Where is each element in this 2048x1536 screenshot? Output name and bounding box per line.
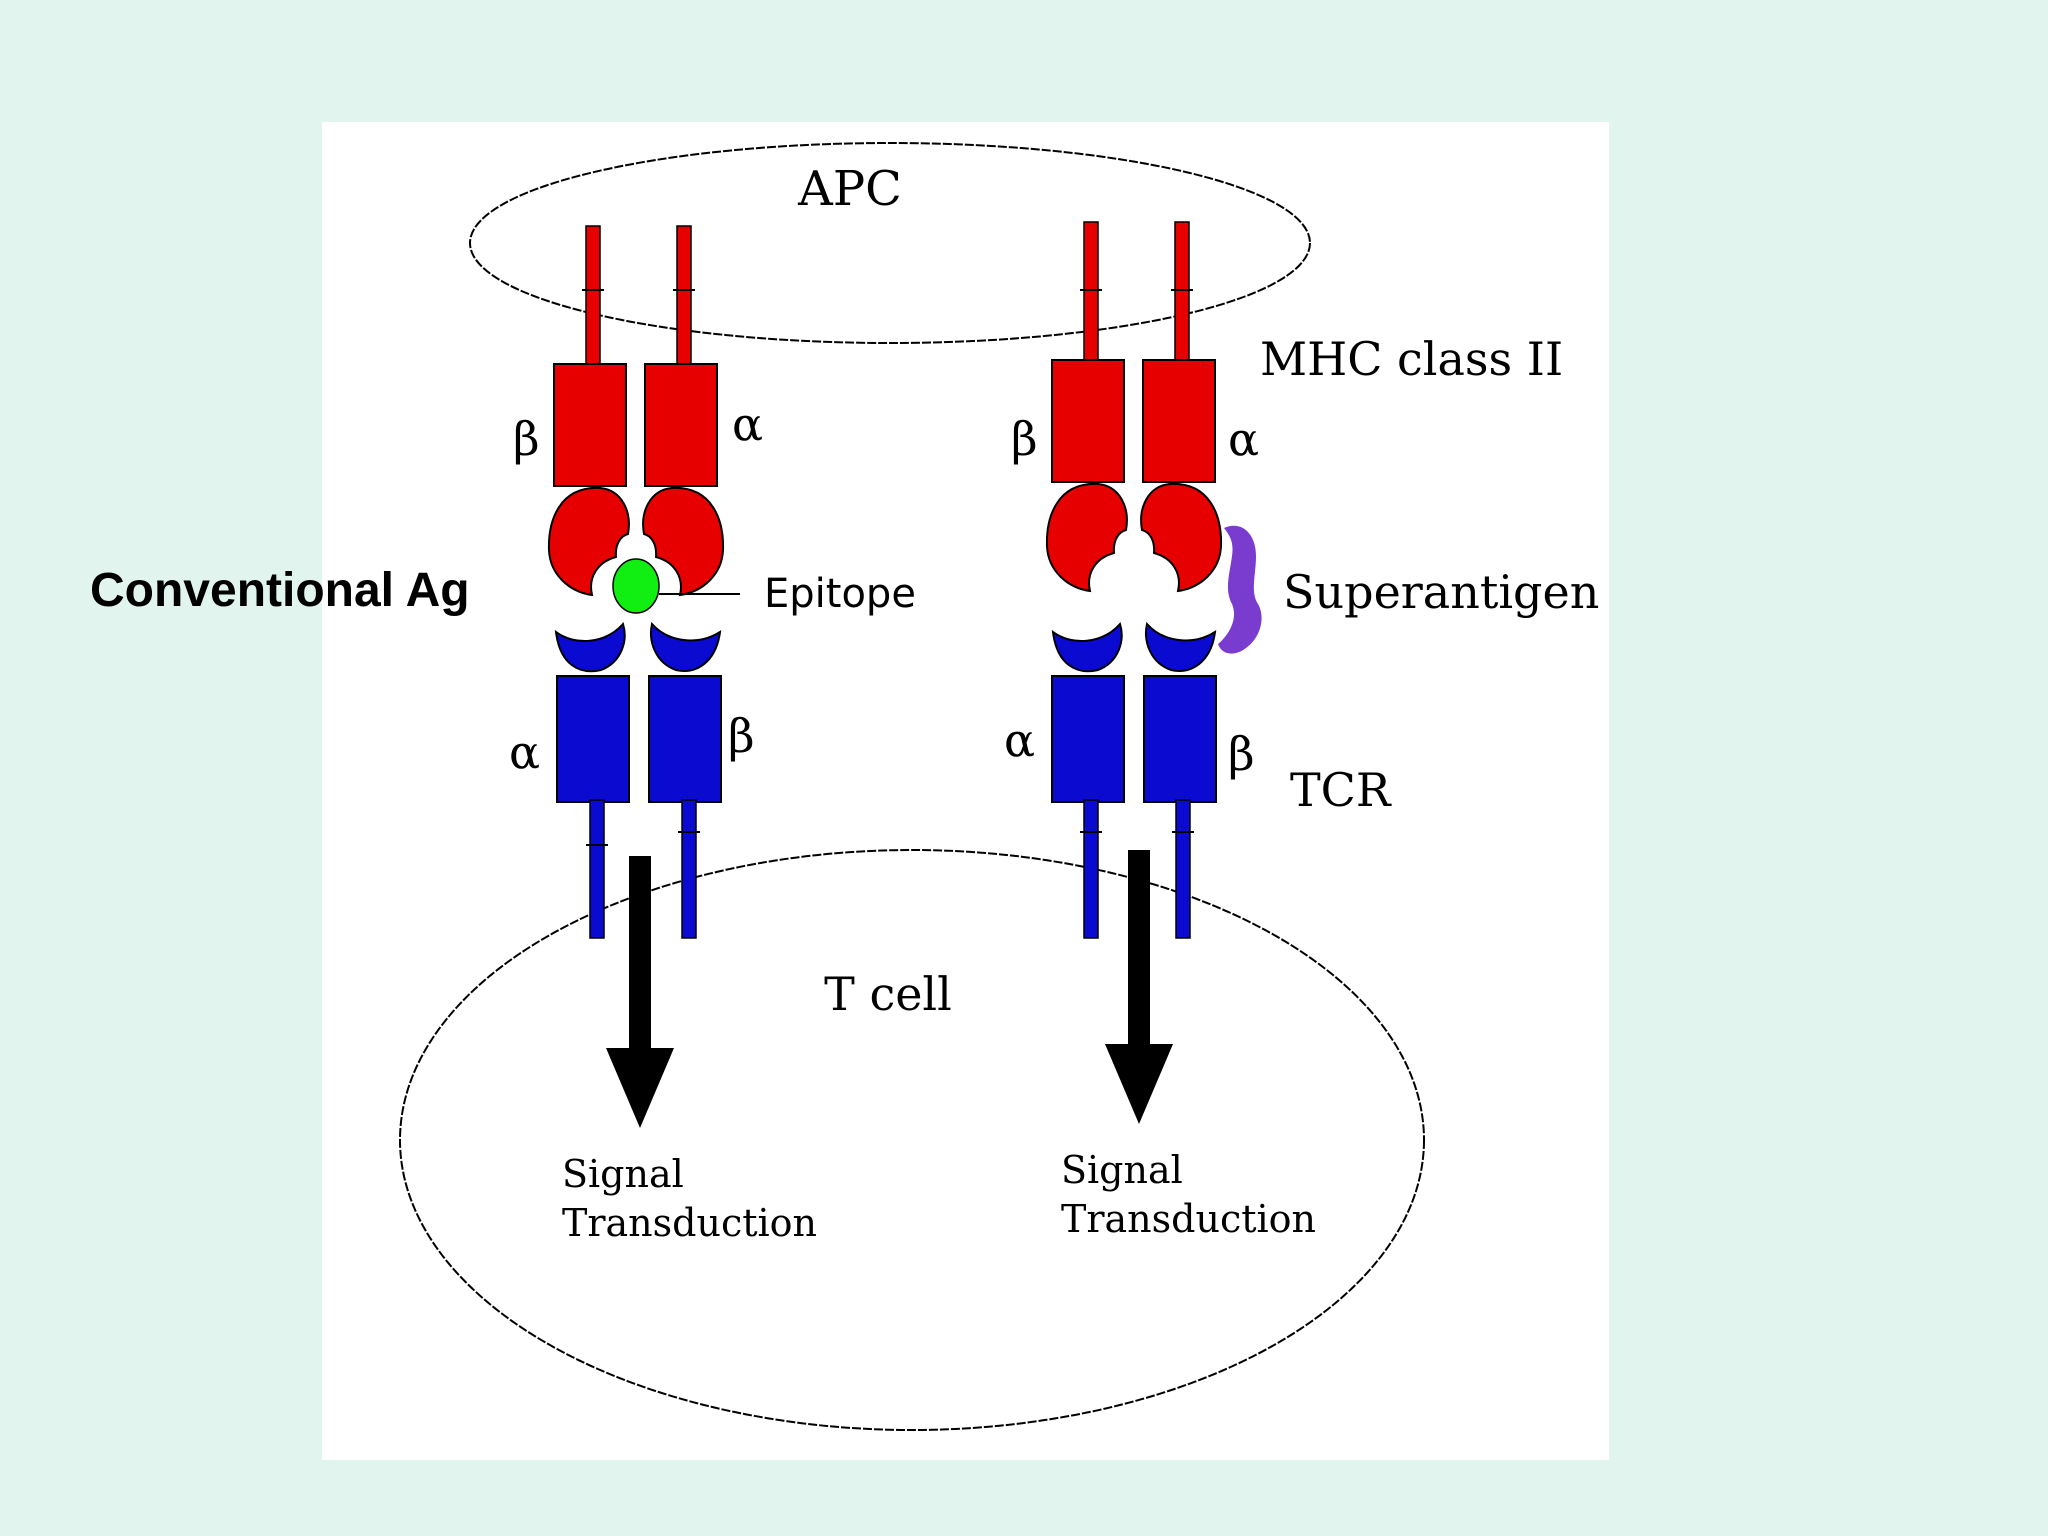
left-tcr-beta-label: β (728, 709, 755, 763)
left-mhc-beta-domain (553, 363, 627, 487)
right-mhc-beta-label: β (1011, 412, 1038, 466)
superantigen-molecule (1218, 525, 1262, 654)
left-tcr-beta-stalk (681, 799, 697, 939)
epitope-peptide (612, 558, 660, 614)
left-mhc-beta-stalk (585, 225, 601, 367)
left-tcr-alpha-stalk (589, 799, 605, 939)
right-mhc-beta-domain (1051, 359, 1125, 483)
right-signal-label-line1: Signal (1061, 1148, 1183, 1192)
right-tcr-alpha-domain (1051, 675, 1125, 803)
left-tcr-alpha-label: α (509, 725, 540, 779)
right-tcr-beta-lobe (1145, 621, 1217, 673)
left-mhc-alpha-lobe (642, 486, 725, 597)
right-mhc-alpha-domain (1142, 359, 1216, 483)
mhc-class-ii-label: MHC class II (1260, 332, 1563, 386)
left-signal-label-line2: Transduction (562, 1201, 817, 1245)
left-tcr-beta-lobe (650, 621, 722, 673)
right-tcr-beta-domain (1143, 675, 1217, 803)
left-mhc-alpha-stalk (676, 225, 692, 367)
diagram-panel (322, 122, 1609, 1460)
left-tcr-alpha-lobe (554, 622, 626, 673)
left-tcr-beta-domain (648, 675, 722, 803)
left-mhc-beta-lobe (547, 486, 630, 597)
left-mhc-alpha-domain (644, 363, 718, 487)
right-tcr-alpha-label: α (1004, 713, 1035, 767)
right-signal-arrow (1105, 850, 1173, 1124)
right-tcr-beta-stalk (1175, 799, 1191, 939)
tcr-label: TCR (1290, 763, 1392, 817)
right-mhc-beta-stalk (1083, 221, 1099, 363)
left-mhc-alpha-label: α (732, 397, 763, 451)
right-tcr-alpha-lobe (1051, 622, 1123, 673)
right-signal-label-line2: Transduction (1061, 1197, 1316, 1241)
superantigen-label: Superantigen (1283, 565, 1599, 619)
left-tcr-alpha-domain (556, 675, 630, 803)
apc-label: APC (797, 161, 902, 217)
right-tcr-beta-label: β (1228, 727, 1255, 781)
left-mhc-beta-label: β (513, 412, 540, 466)
left-complex (547, 225, 740, 1128)
right-tcr-alpha-stalk (1083, 799, 1099, 939)
right-mhc-alpha-stalk (1174, 221, 1190, 363)
right-mhc-beta-lobe (1045, 482, 1128, 593)
epitope-label: Epitope (764, 571, 916, 617)
right-complex (1045, 221, 1262, 1124)
t-cell-outline (399, 849, 1425, 1431)
t-cell-label: T cell (824, 967, 952, 1021)
left-signal-label-line1: Signal (562, 1152, 684, 1196)
apc-cell-outline (469, 142, 1311, 344)
right-mhc-alpha-label: α (1228, 412, 1259, 466)
left-signal-arrow (606, 856, 674, 1128)
right-mhc-alpha-lobe (1140, 482, 1223, 593)
conventional-ag-caption: Conventional Ag (90, 564, 470, 617)
